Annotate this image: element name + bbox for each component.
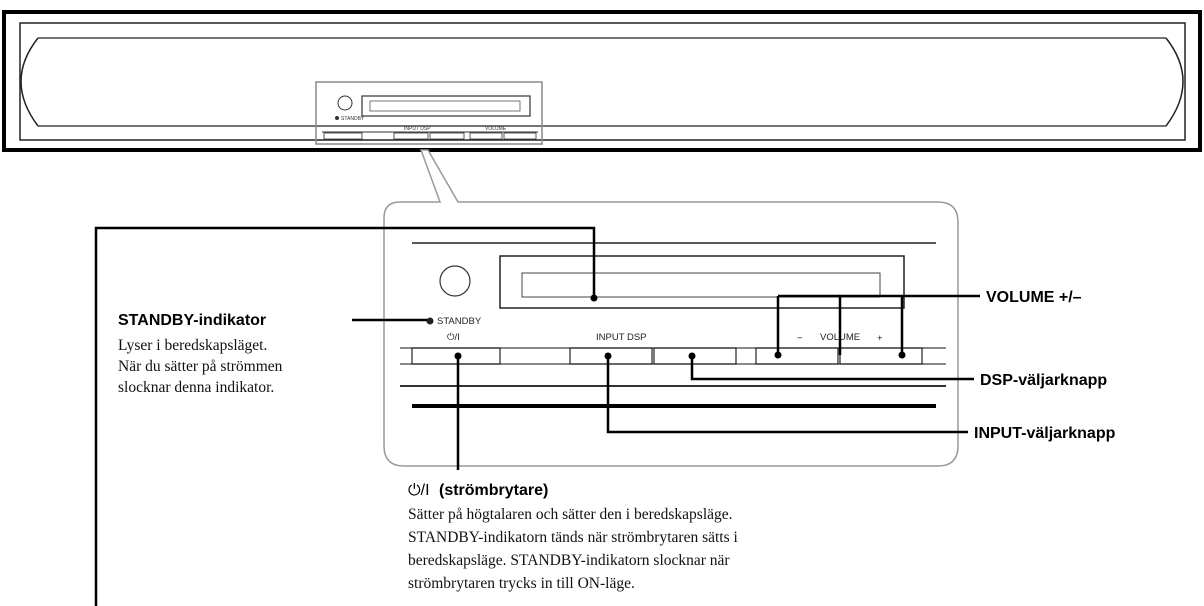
speaker-right-end-cap — [1165, 37, 1184, 127]
dsp-leader-dot — [688, 352, 696, 360]
standby-indicator-desc-1: Lyser i beredskapsläget. — [118, 337, 267, 354]
volume-minus-button — [755, 347, 839, 365]
mini-panel-highlight — [315, 81, 543, 145]
volume-plus-label: + — [877, 333, 883, 344]
power-panel-label: ⏻/I — [447, 332, 460, 343]
speaker-overview: STANDBY INPUT DSP VOLUME — [2, 10, 1202, 152]
power-switch-desc-3: beredskapsläge. STANDBY-indikatorn slock… — [408, 552, 730, 569]
display-window — [499, 255, 905, 309]
mini-standby-led — [335, 116, 339, 120]
mini-standby-label: STANDBY — [341, 116, 365, 122]
mini-volume-plus-button — [503, 132, 537, 140]
mini-light-sensor — [337, 95, 353, 111]
power-switch-name: (strömbrytare) — [439, 482, 548, 499]
volume-plus-button — [839, 347, 923, 365]
volume-title: VOLUME +/– — [986, 289, 1082, 306]
mini-front-panel: STANDBY INPUT DSP VOLUME — [315, 81, 543, 145]
light-sensor — [439, 265, 471, 297]
mini-power-button — [323, 132, 363, 140]
power-switch-desc-1: Sätter på högtalaren och sätter den i be… — [408, 506, 733, 523]
mini-display-inner — [369, 100, 521, 112]
leader-dots — [454, 294, 906, 360]
volume-minus-label: − — [797, 333, 803, 344]
display-leader-dot — [590, 294, 598, 302]
standby-indicator-title: STANDBY-indikator — [118, 312, 266, 329]
mini-display — [361, 95, 531, 117]
power-switch-title: ⏻/I (strömbrytare) — [408, 482, 548, 499]
display-leader-line — [94, 226, 596, 606]
mini-volume-minus-button — [469, 132, 503, 140]
display-inner — [521, 272, 881, 298]
speaker-left-end-cap — [20, 37, 39, 127]
power-button — [411, 347, 501, 365]
standby-panel-label: STANDBY — [437, 316, 482, 327]
input-button — [569, 347, 653, 365]
power-switch-desc-4: strömbrytaren trycks in till ON-läge. — [408, 575, 635, 592]
volume-plus-leader-dot — [898, 351, 906, 359]
power-switch-desc-2: STANDBY-indikatorn tänds när strömbrytar… — [408, 529, 739, 546]
dsp-leader-line — [690, 356, 974, 381]
power-leader-dot — [454, 352, 462, 360]
mini-dsp-button — [429, 132, 465, 140]
mini-volume-label: VOLUME — [485, 126, 507, 132]
input-leader-line — [606, 356, 968, 434]
input-dsp-panel-label: INPUT DSP — [596, 332, 647, 343]
standby-indicator-led — [426, 317, 434, 325]
dsp-button — [653, 347, 737, 365]
leader-lines — [94, 226, 980, 606]
mini-input-button — [393, 132, 429, 140]
mini-input-dsp-label: INPUT DSP — [404, 126, 431, 132]
dsp-selector-title: DSP-väljarknapp — [980, 372, 1107, 389]
standby-indicator-desc-3: slocknar denna indikator. — [118, 379, 274, 396]
speaker-inner-frame — [19, 22, 1186, 141]
input-leader-dot — [604, 352, 612, 360]
power-switch-symbol: ⏻/I — [408, 482, 430, 499]
standby-indicator-desc-2: När du sätter på strömmen — [118, 358, 283, 375]
input-selector-title: INPUT-väljarknapp — [974, 425, 1116, 442]
